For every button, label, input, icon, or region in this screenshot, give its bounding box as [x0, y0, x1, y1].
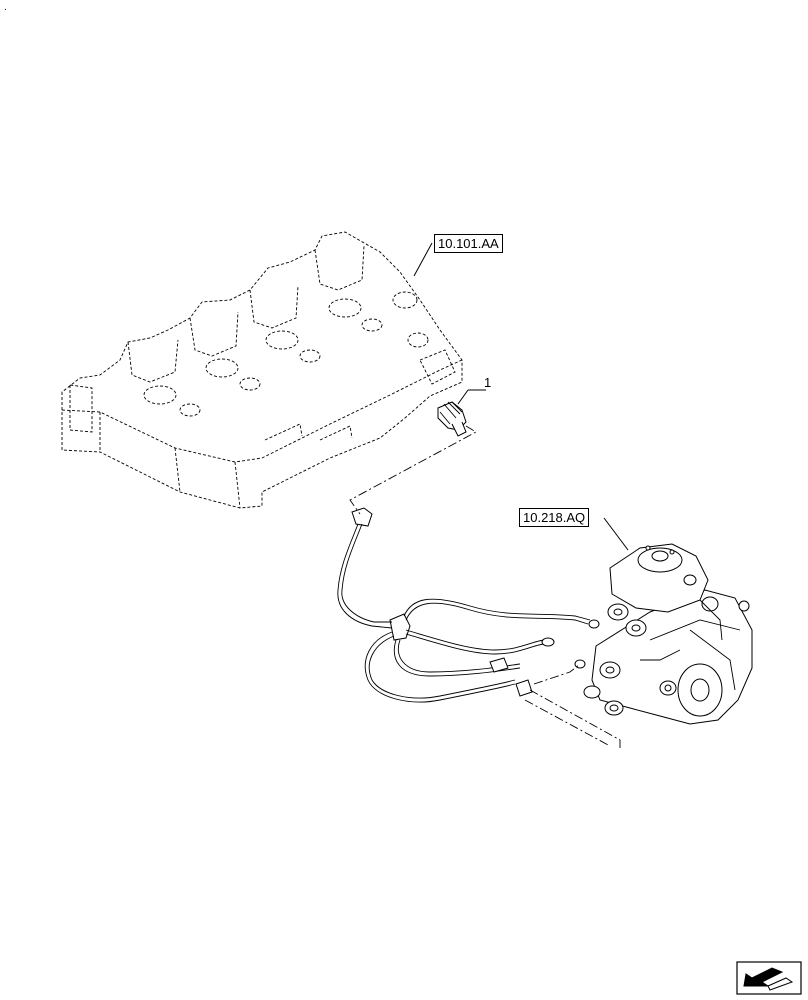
- reference-label-injection-pump[interactable]: 10.218.AQ: [519, 508, 590, 527]
- reference-label-cylinder-head[interactable]: 10.101.AA: [434, 234, 503, 253]
- previous-page-arrow-icon: [736, 961, 802, 995]
- wiring-harness: [337, 507, 600, 703]
- leader-lines: [413, 242, 629, 551]
- previous-page-button[interactable]: [736, 961, 802, 995]
- temperature-sensor-part: [437, 401, 467, 437]
- corner-mark: .: [4, 2, 7, 13]
- injection-pump-part: [574, 543, 753, 725]
- cylinder-head-phantom: [61, 231, 463, 509]
- callout-item-1: 1: [484, 375, 492, 390]
- connection-lines: [349, 425, 621, 750]
